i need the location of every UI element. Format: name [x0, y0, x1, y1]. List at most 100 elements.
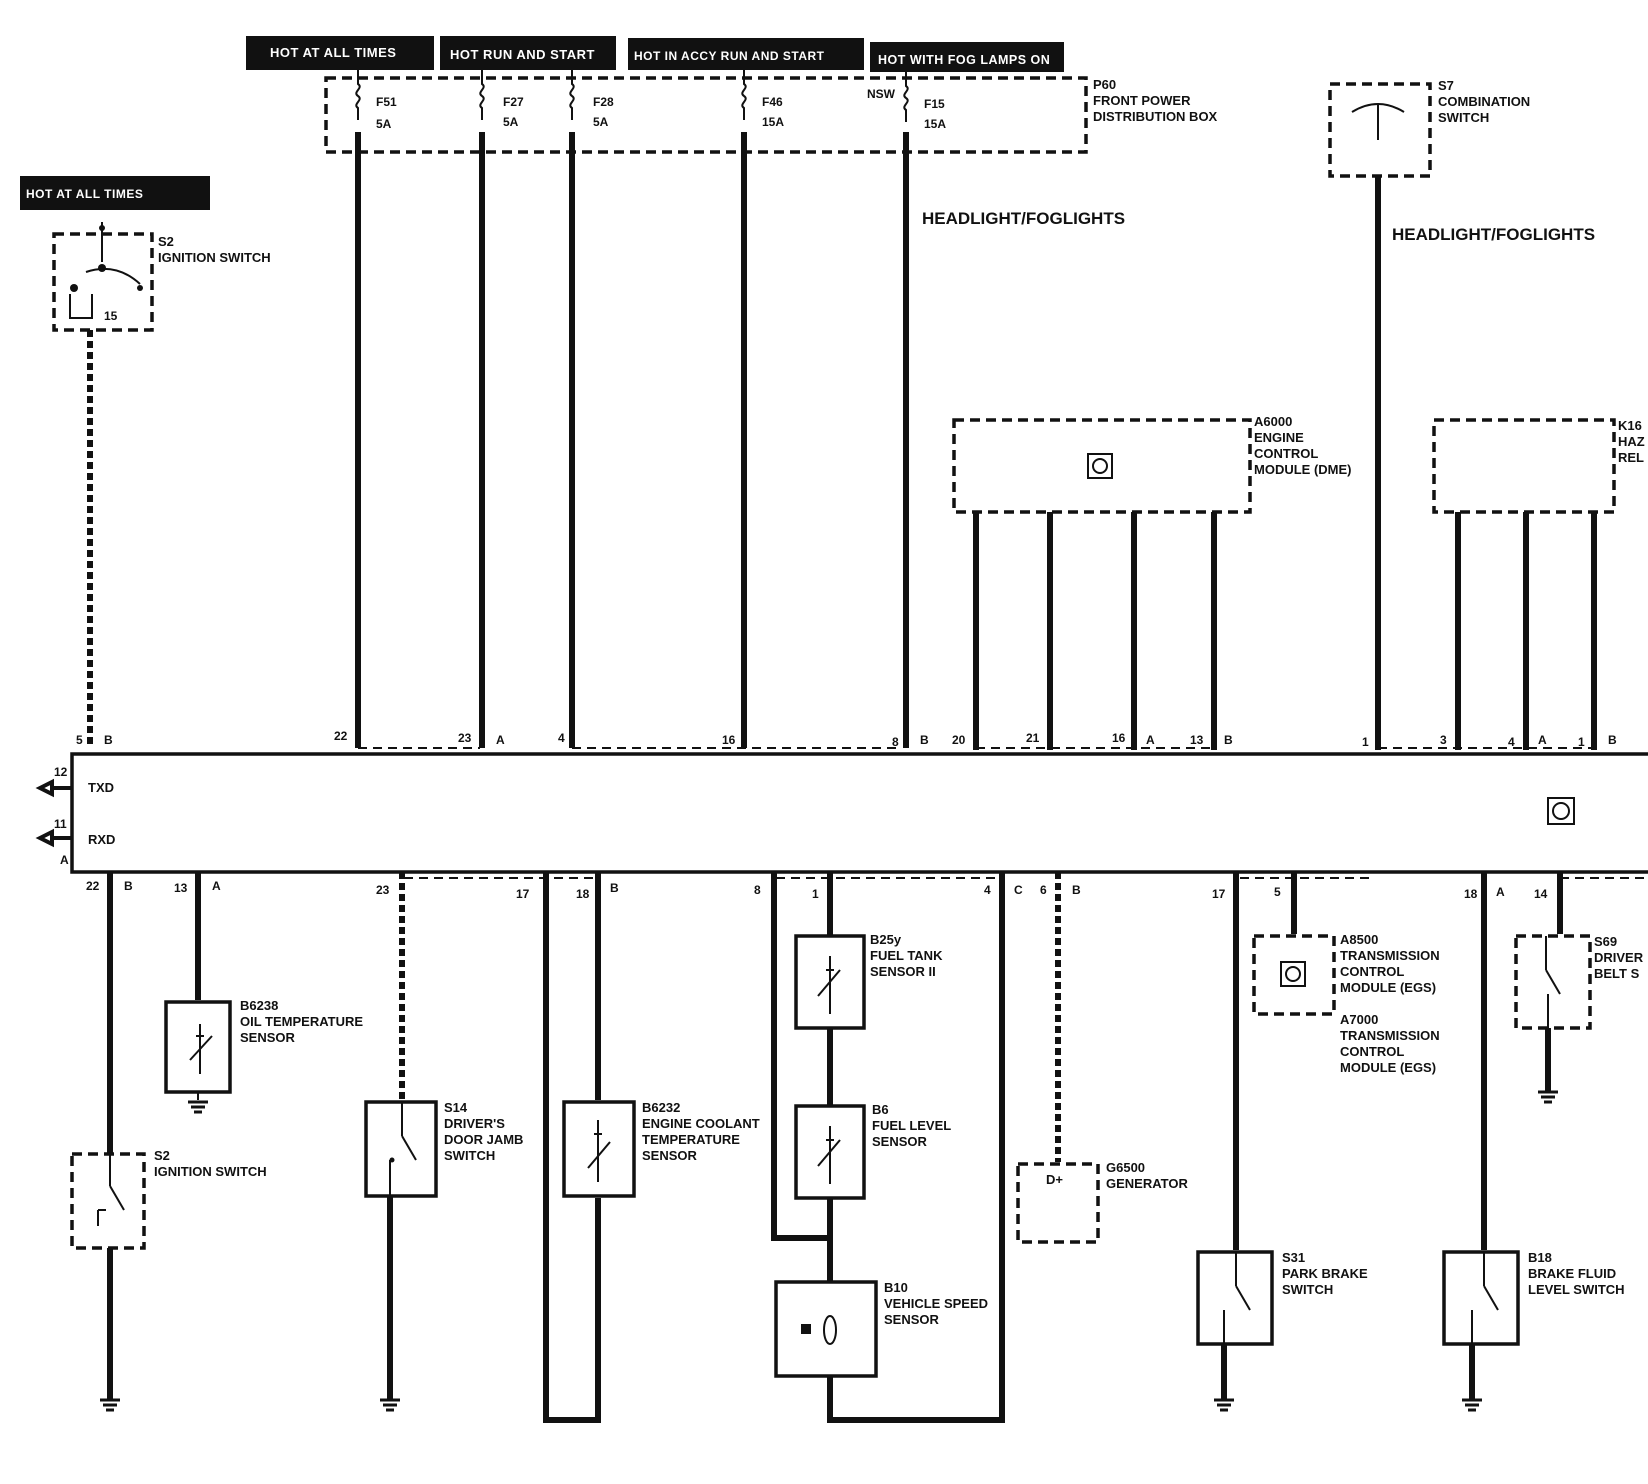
hazard-relay-line1: HAZ — [1618, 434, 1645, 449]
egs-a8500-line1: TRANSMISSION — [1340, 948, 1440, 963]
bottom-pin-labels: 22 B 13 A 23 17 18 B 8 1 4 C 6 B 17 5 18… — [86, 879, 1548, 901]
banner-hot-accy — [628, 38, 864, 70]
ignition-switch-top-symbol — [69, 222, 143, 319]
fuse-2-id: F27 — [503, 95, 524, 109]
fuse-box-line2: DISTRIBUTION BOX — [1093, 109, 1218, 124]
banner-text-3: HOT IN ACCY RUN AND START — [634, 49, 825, 63]
top-pin-4: 16 — [722, 733, 736, 747]
egs-a8500-line3: MODULE (EGS) — [1340, 980, 1436, 995]
serial-arrows — [35, 770, 73, 858]
bottom-pin-7: 4 — [984, 883, 991, 897]
headlight-label-right: HEADLIGHT/FOGLIGHTS — [1392, 225, 1595, 244]
oil-temp-line1: OIL TEMPERATURE — [240, 1014, 363, 1029]
top-pin-labels: 5 B 22 23 A 4 16 8 B 20 21 16 A 13 B 1 3… — [76, 729, 1617, 749]
fuse-5-rating: 15A — [924, 117, 946, 131]
combination-switch-line1: COMBINATION — [1438, 94, 1530, 109]
top-pin-10: 1 — [1362, 735, 1369, 749]
main-module-icon-inner — [1552, 802, 1570, 820]
fuse-1-rating: 5A — [376, 117, 392, 131]
door-jamb-line2: DOOR JAMB — [444, 1132, 523, 1147]
bottom-pin-12: 14 — [1534, 887, 1548, 901]
fuse-4-rating: 15A — [762, 115, 784, 129]
coolant-line3: SENSOR — [642, 1148, 698, 1163]
speed-line2: SENSOR — [884, 1312, 940, 1327]
belt-ref: S69 — [1594, 934, 1617, 949]
hazard-relay-box — [1432, 418, 1616, 514]
top-pin-12: 4 — [1508, 735, 1515, 749]
banner-text-5: HOT AT ALL TIMES — [26, 187, 143, 201]
main-module-txd: TXD — [88, 780, 114, 795]
banner-text-1: HOT AT ALL TIMES — [270, 45, 396, 60]
oil-temp-sensor-symbol — [189, 1024, 213, 1074]
bottom-conn-4: B — [610, 881, 619, 895]
coolant-sensor-symbol — [587, 1120, 611, 1182]
belt-line1: DRIVER — [1594, 950, 1644, 965]
main-module-box — [70, 752, 1648, 874]
hazard-relay-ref: K16 — [1618, 418, 1642, 433]
brake-fluid-line1: BRAKE FLUID — [1528, 1266, 1616, 1281]
fuel-tank-ref: B25y — [870, 932, 902, 947]
banner-hot-at-all-times — [246, 36, 434, 70]
fuel-loop-left-wire — [771, 872, 830, 1241]
ecm-module-icon-inner — [1092, 458, 1108, 474]
coolant-line2: TEMPERATURE — [642, 1132, 740, 1147]
park-brake-switch-symbol — [1223, 1252, 1251, 1344]
bottom-pin-0: 22 — [86, 879, 100, 893]
banner-hot-at-all-times-left — [20, 176, 210, 210]
top-pin-0: 5 — [76, 733, 83, 747]
ignition-top-name: IGNITION SWITCH — [158, 250, 271, 265]
hazard-relay-line2: REL — [1618, 450, 1644, 465]
belt-switch-symbol — [1545, 936, 1561, 1028]
ground-icon — [100, 1398, 120, 1412]
top-conn-2: A — [496, 733, 505, 747]
fuse-symbols — [355, 70, 909, 122]
banner-hot-fog — [870, 42, 1064, 72]
main-module-pin-txd: 12 — [54, 765, 68, 779]
bottom-pin-6: 1 — [812, 887, 819, 901]
speed-ref: B10 — [884, 1280, 908, 1295]
ignition-bottom-box — [70, 1152, 146, 1250]
combination-switch-box — [1328, 82, 1432, 178]
ground-icon — [380, 1398, 400, 1412]
oil-temp-sensor-box — [164, 1000, 232, 1094]
oil-temp-ref: B6238 — [240, 998, 278, 1013]
egs-a8500-line2: CONTROL — [1340, 964, 1404, 979]
top-pin-13: 1 — [1578, 735, 1585, 749]
fuse-box-outline — [324, 76, 1088, 154]
generator-line1: GENERATOR — [1106, 1176, 1188, 1191]
bottom-conn-11: A — [1496, 885, 1505, 899]
bottom-pin-5: 8 — [754, 883, 761, 897]
ecm-line1: ENGINE — [1254, 430, 1304, 445]
top-conn-8: A — [1146, 733, 1155, 747]
egs-a7000-ref: A7000 — [1340, 1012, 1378, 1027]
egs-module-icon-inner — [1285, 966, 1301, 982]
fuse-box-line1: FRONT POWER — [1093, 93, 1191, 108]
fuse-2-rating: 5A — [503, 115, 519, 129]
ground-icon — [1538, 1090, 1558, 1104]
door-jamb-ref: S14 — [444, 1100, 468, 1115]
banner-text-2: HOT RUN AND START — [450, 47, 595, 62]
bottom-pin-3: 17 — [516, 887, 530, 901]
brake-fluid-switch-symbol — [1471, 1252, 1499, 1344]
brake-fluid-ref: B18 — [1528, 1250, 1552, 1265]
top-conn-5: B — [920, 733, 929, 747]
bottom-conn-8: B — [1072, 883, 1081, 897]
top-conn-0: B — [104, 733, 113, 747]
top-pin-7: 21 — [1026, 731, 1040, 745]
egs-a7000-line1: TRANSMISSION — [1340, 1028, 1440, 1043]
fuse-3-rating: 5A — [593, 115, 609, 129]
fuel-tank-line1: FUEL TANK — [870, 948, 943, 963]
top-pin-5: 8 — [892, 735, 899, 749]
top-pin-6: 20 — [952, 733, 966, 747]
top-pin-9: 13 — [1190, 733, 1204, 747]
bottom-pin-10: 5 — [1274, 885, 1281, 899]
park-brake-line2: SWITCH — [1282, 1282, 1333, 1297]
speed-line1: VEHICLE SPEED — [884, 1296, 988, 1311]
fuel-level-line1: FUEL LEVEL — [872, 1118, 951, 1133]
egs-a8500-ref: A8500 — [1340, 932, 1378, 947]
fuel-level-sensor-symbol — [817, 1126, 841, 1184]
top-pin-8: 16 — [1112, 731, 1126, 745]
fuse-1-id: F51 — [376, 95, 397, 109]
bottom-conn-0: B — [124, 879, 133, 893]
